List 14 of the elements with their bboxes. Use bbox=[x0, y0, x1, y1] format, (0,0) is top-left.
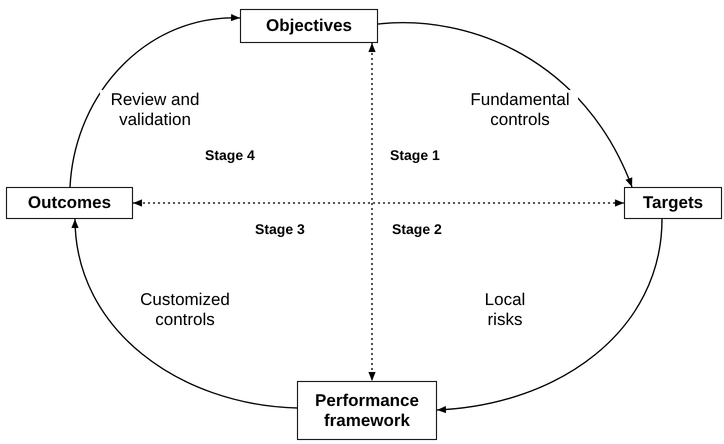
curved-arrow bbox=[72, 218, 298, 409]
stage-label: Stage 1 bbox=[390, 147, 440, 163]
process-box: Performance framework bbox=[297, 381, 437, 440]
process-box: Objectives bbox=[240, 9, 378, 43]
dotted-arrow bbox=[368, 43, 376, 381]
stage-label: Stage 3 bbox=[255, 221, 305, 237]
process-box: Targets bbox=[624, 187, 722, 219]
curved-arrow bbox=[436, 218, 663, 413]
stage-label: Stage 2 bbox=[392, 221, 442, 237]
process-box: Outcomes bbox=[6, 187, 133, 219]
stage-label: Stage 4 bbox=[205, 147, 255, 163]
curved-arrow bbox=[69, 14, 240, 188]
curved-arrow bbox=[378, 22, 633, 188]
dotted-arrow bbox=[133, 199, 624, 207]
